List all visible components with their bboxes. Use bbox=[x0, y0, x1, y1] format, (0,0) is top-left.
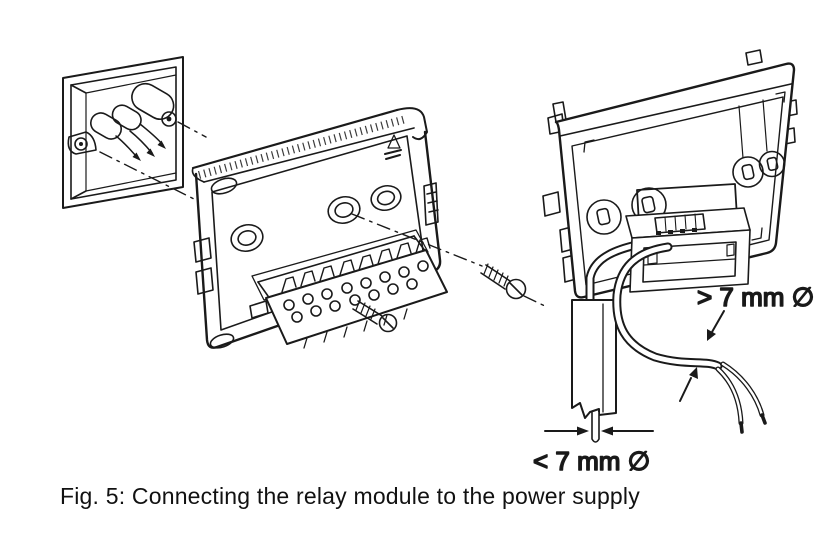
corner-tab bbox=[209, 333, 235, 349]
wire-diameter-arrows bbox=[544, 426, 654, 436]
power-cable-thick bbox=[612, 242, 767, 434]
cable-conduit bbox=[571, 299, 617, 419]
supply-wires bbox=[115, 123, 166, 161]
side-clips bbox=[193, 237, 214, 295]
stripped-wire-strands bbox=[715, 361, 767, 434]
terminal-block bbox=[249, 235, 448, 349]
flush-mount-wall-box bbox=[62, 56, 184, 209]
wire-diameter-label: < 7 mm ∅ bbox=[533, 446, 650, 476]
warning-mark-icon bbox=[384, 134, 402, 160]
mounting-ear-hole bbox=[67, 131, 97, 155]
cable-diameter-arrows bbox=[679, 310, 725, 402]
screw-axis-dash-line bbox=[351, 213, 548, 308]
cable-knockouts bbox=[586, 99, 786, 235]
cable-entry-boss-large bbox=[131, 82, 177, 127]
corner-marks bbox=[583, 91, 786, 241]
screw-bosses bbox=[230, 184, 402, 253]
ribbed-tab bbox=[423, 182, 439, 226]
top-left-hook bbox=[552, 101, 567, 123]
alignment-dash-dot-lines bbox=[99, 121, 207, 201]
relay-module-rear-exploded-view bbox=[191, 107, 448, 349]
corner-tab bbox=[210, 177, 238, 195]
cable-diameter-label: > 7 mm ∅ bbox=[697, 282, 814, 312]
top-tab bbox=[745, 49, 763, 66]
module-top-rail bbox=[191, 107, 428, 183]
left-tab bbox=[542, 191, 561, 217]
mounting-screw-lower bbox=[352, 299, 398, 333]
mounting-screw-right bbox=[480, 263, 527, 300]
thin-wire-stub bbox=[591, 411, 600, 443]
figure-caption: Fig. 5: Connecting the relay module to t… bbox=[60, 483, 640, 509]
cable-entry-boss-small bbox=[90, 104, 142, 140]
